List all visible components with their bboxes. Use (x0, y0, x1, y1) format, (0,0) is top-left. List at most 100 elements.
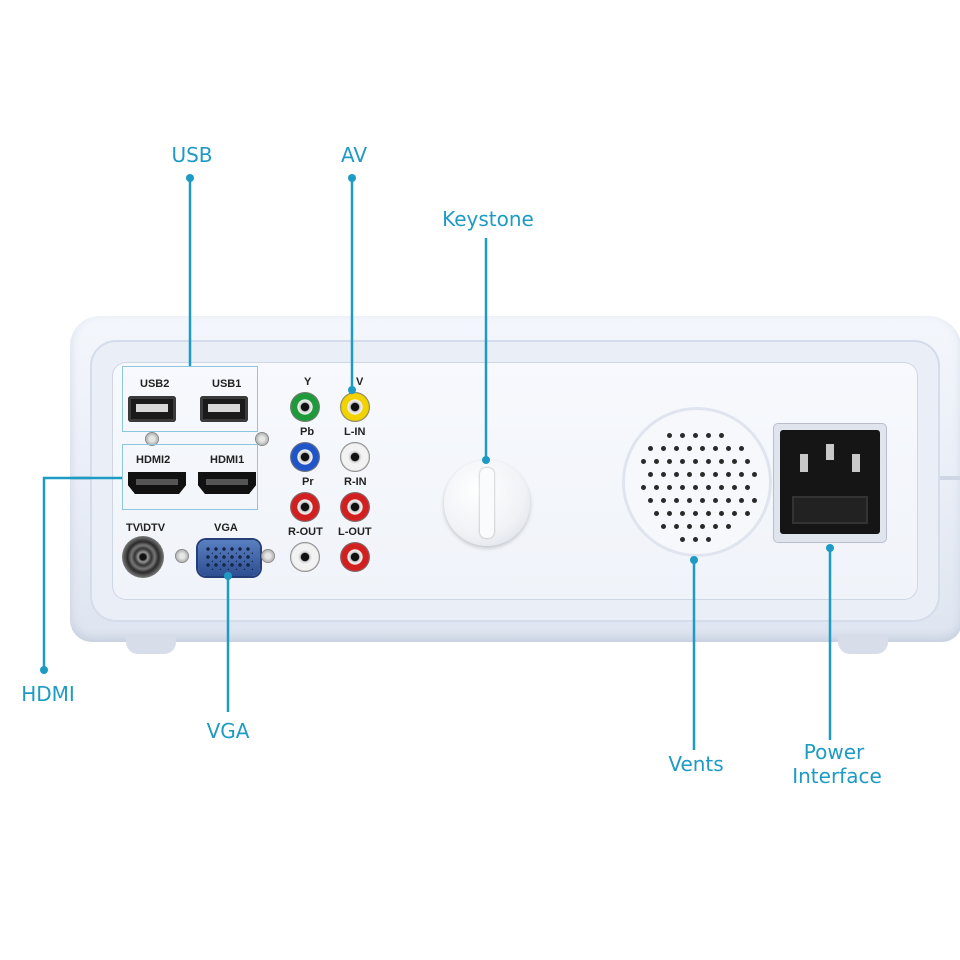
hdmi2-port (128, 472, 186, 494)
vent-hole (654, 458, 659, 464)
vent-hole (680, 536, 685, 542)
vent-hole (732, 458, 737, 464)
rca-lout-jack (340, 542, 370, 572)
vent-hole (686, 497, 692, 503)
vent-hole (738, 497, 744, 503)
hdmi2-label: HDMI2 (136, 454, 171, 466)
screw-1 (146, 433, 158, 445)
callout-hdmi: HDMI (21, 682, 75, 706)
power-pin-right (852, 454, 860, 472)
vent-hole (654, 510, 659, 516)
vent-hole (667, 432, 672, 438)
tv-label: TV\DTV (126, 522, 166, 534)
vent-hole (660, 497, 666, 503)
rca-pr-jack (290, 492, 320, 522)
vent-hole (660, 523, 666, 529)
usb-dot (186, 174, 194, 182)
tv-coax-port (122, 536, 164, 578)
vent-hole (712, 471, 718, 477)
rca-y-jack (290, 392, 320, 422)
hdmi-group-outline (122, 444, 258, 510)
vent-hole (725, 497, 731, 503)
rca-rout-jack (290, 542, 320, 572)
vent-hole (693, 432, 698, 438)
vent-hole (699, 445, 705, 451)
lin-label: L-IN (344, 426, 366, 438)
lout-label: L-OUT (338, 526, 372, 538)
vent-hole (680, 458, 685, 464)
power-pin-center (826, 444, 834, 460)
vent-hole (745, 484, 750, 490)
foot-left (126, 634, 176, 654)
rin-label: R-IN (344, 476, 367, 488)
screw-3 (176, 550, 188, 562)
vent-hole (706, 510, 711, 516)
usb-group-outline (122, 366, 258, 432)
hdmi-dot (40, 666, 48, 674)
vent-hole (732, 510, 737, 516)
rout-label: R-OUT (288, 526, 323, 538)
usb1-label: USB1 (212, 378, 242, 390)
v-label: V (356, 376, 364, 388)
vent-hole (725, 445, 731, 451)
vent-hole (751, 497, 757, 503)
vent-hole (693, 536, 698, 542)
screw-4 (262, 550, 274, 562)
callout-vents: Vents (668, 752, 724, 776)
pr-label: Pr (302, 476, 314, 488)
hdmi1-port (198, 472, 256, 494)
rca-pb-jack (290, 442, 320, 472)
vent-hole (706, 458, 711, 464)
screw-2 (256, 433, 268, 445)
vent-hole (706, 536, 711, 542)
rca-lin-jack (340, 442, 370, 472)
vent-hole (699, 471, 705, 477)
av-dot (348, 174, 356, 182)
vent-hole (647, 471, 653, 477)
vent-hole (680, 510, 685, 516)
vent-hole (693, 484, 698, 490)
vent-hole (719, 432, 724, 438)
vent-hole (751, 471, 757, 477)
vent-hole (712, 445, 718, 451)
usb1-port (200, 396, 248, 422)
callout-keystone: Keystone (442, 207, 534, 231)
vent-hole (738, 445, 744, 451)
vent-hole (706, 432, 711, 438)
vent-hole (719, 484, 724, 490)
speaker-vents (625, 410, 769, 554)
usb2-label: USB2 (140, 378, 170, 390)
callout-usb: USB (171, 143, 213, 167)
vent-hole (745, 458, 750, 464)
vga-port-label: VGA (214, 522, 238, 534)
vent-hole (647, 445, 653, 451)
vent-hole (686, 445, 692, 451)
hdmi1-label: HDMI1 (210, 454, 245, 466)
vent-hole (732, 484, 737, 490)
usb2-port (128, 396, 176, 422)
callout-power-line2: Interface (792, 764, 882, 788)
vent-hole (673, 523, 679, 529)
pb-label: Pb (300, 426, 315, 438)
callout-av: AV (340, 143, 368, 167)
callout-power-line1: Power (803, 740, 865, 764)
vent-hole (660, 471, 666, 477)
rca-v-jack (340, 392, 370, 422)
y-label: Y (304, 376, 312, 388)
vent-hole (686, 471, 692, 477)
vent-hole (725, 471, 731, 477)
vent-hole (738, 471, 744, 477)
power-pin-left (800, 454, 808, 472)
vent-hole (654, 484, 659, 490)
callout-vga: VGA (206, 719, 250, 743)
vent-hole (680, 484, 685, 490)
vga-port (198, 540, 260, 576)
vent-hole (719, 458, 724, 464)
vent-hole (641, 458, 646, 464)
vent-hole (693, 510, 698, 516)
keystone-knob (444, 460, 530, 546)
vent-hole (699, 497, 705, 503)
rca-rin-jack (340, 492, 370, 522)
vent-hole (693, 458, 698, 464)
vent-hole (725, 523, 731, 529)
